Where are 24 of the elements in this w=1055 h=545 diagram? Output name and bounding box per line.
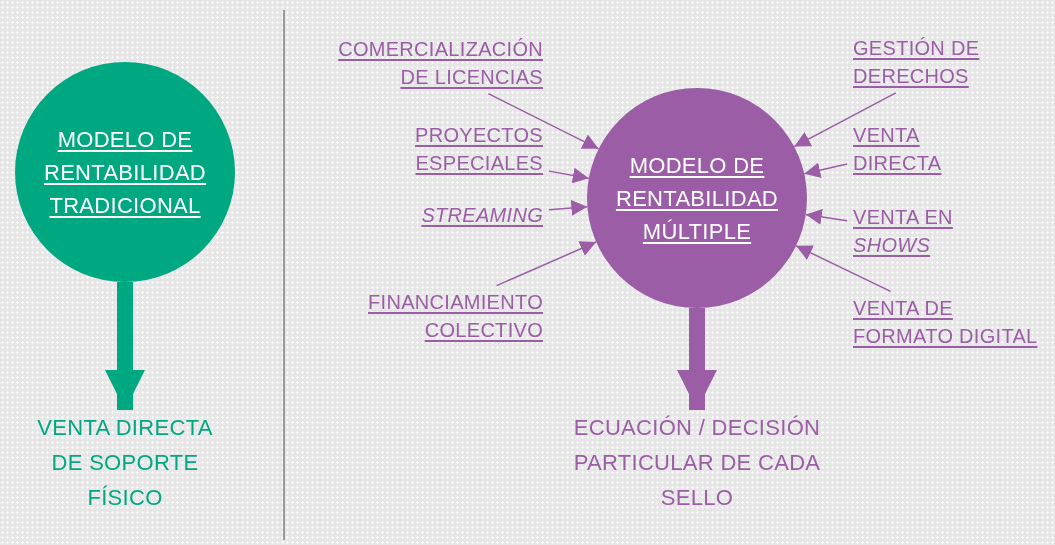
circle-label: MODELO DE RENTABILIDAD MÚLTIPLE <box>614 151 780 246</box>
circle-label: MODELO DE RENTABILIDAD TRADICIONAL <box>42 125 208 220</box>
circle <box>587 88 807 308</box>
label-text: COMERCIALIZACIÓN DE LICENCIAS <box>311 35 543 91</box>
label-text: VENTA DIRECTA <box>853 121 975 177</box>
label-text: PROYECTOS ESPECIALES <box>311 121 543 177</box>
arrow <box>803 162 848 179</box>
label-text: VENTA DIRECTA DE SOPORTE FÍSICO <box>22 410 228 515</box>
arrow <box>487 92 600 150</box>
arrow <box>548 199 589 216</box>
label-text: GESTIÓN DE DERECHOS <box>853 34 1055 90</box>
label-text: VENTA EN SHOWS <box>853 203 975 259</box>
arrow <box>495 241 597 287</box>
label-text: VENTA DE FORMATO DIGITAL <box>853 294 1055 350</box>
arrow <box>795 245 892 293</box>
label-text: FINANCIAMIENTO COLECTIVO <box>311 288 543 344</box>
arrow <box>677 308 717 410</box>
label-text: STREAMING <box>419 201 543 229</box>
arrow <box>793 92 897 148</box>
arrow <box>805 209 848 225</box>
circle <box>15 62 235 282</box>
arrow <box>548 167 590 184</box>
label-text: ECUACIÓN / DECISIÓN PARTICULAR DE CADA SELLO <box>547 410 847 515</box>
arrow <box>105 282 145 410</box>
